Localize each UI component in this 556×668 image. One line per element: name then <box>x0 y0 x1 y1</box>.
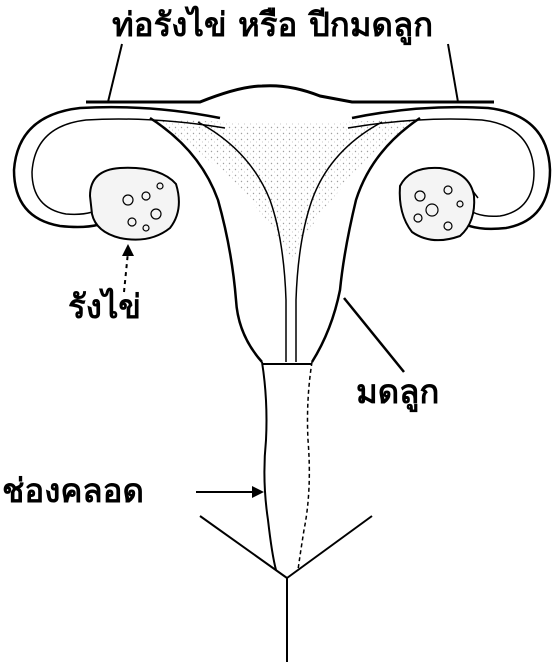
pointer-vagina-arrowhead <box>252 486 264 498</box>
pointer-ovary <box>124 252 128 292</box>
vagina-right-wall <box>298 362 312 570</box>
uterus-fundus <box>150 118 420 262</box>
ovary-label: รังไข่ <box>68 290 141 323</box>
vagina-label: ช่องคลอด <box>2 474 144 507</box>
left-ovary <box>90 168 179 240</box>
pointer-tube-right <box>448 44 458 102</box>
pointer-ovary-arrowhead <box>122 244 134 256</box>
pointer-uterus <box>344 298 404 372</box>
uterus-label: มดลูก <box>356 375 439 408</box>
vulva-right <box>287 516 372 578</box>
fallopian-tube-label: ท่อรังไข่ หรือ ปีกมดลูก <box>112 8 433 41</box>
vagina-left-wall <box>262 362 276 570</box>
pointer-tube-left <box>108 44 122 102</box>
fundus-top-line <box>86 86 494 102</box>
vulva-left <box>200 516 287 578</box>
